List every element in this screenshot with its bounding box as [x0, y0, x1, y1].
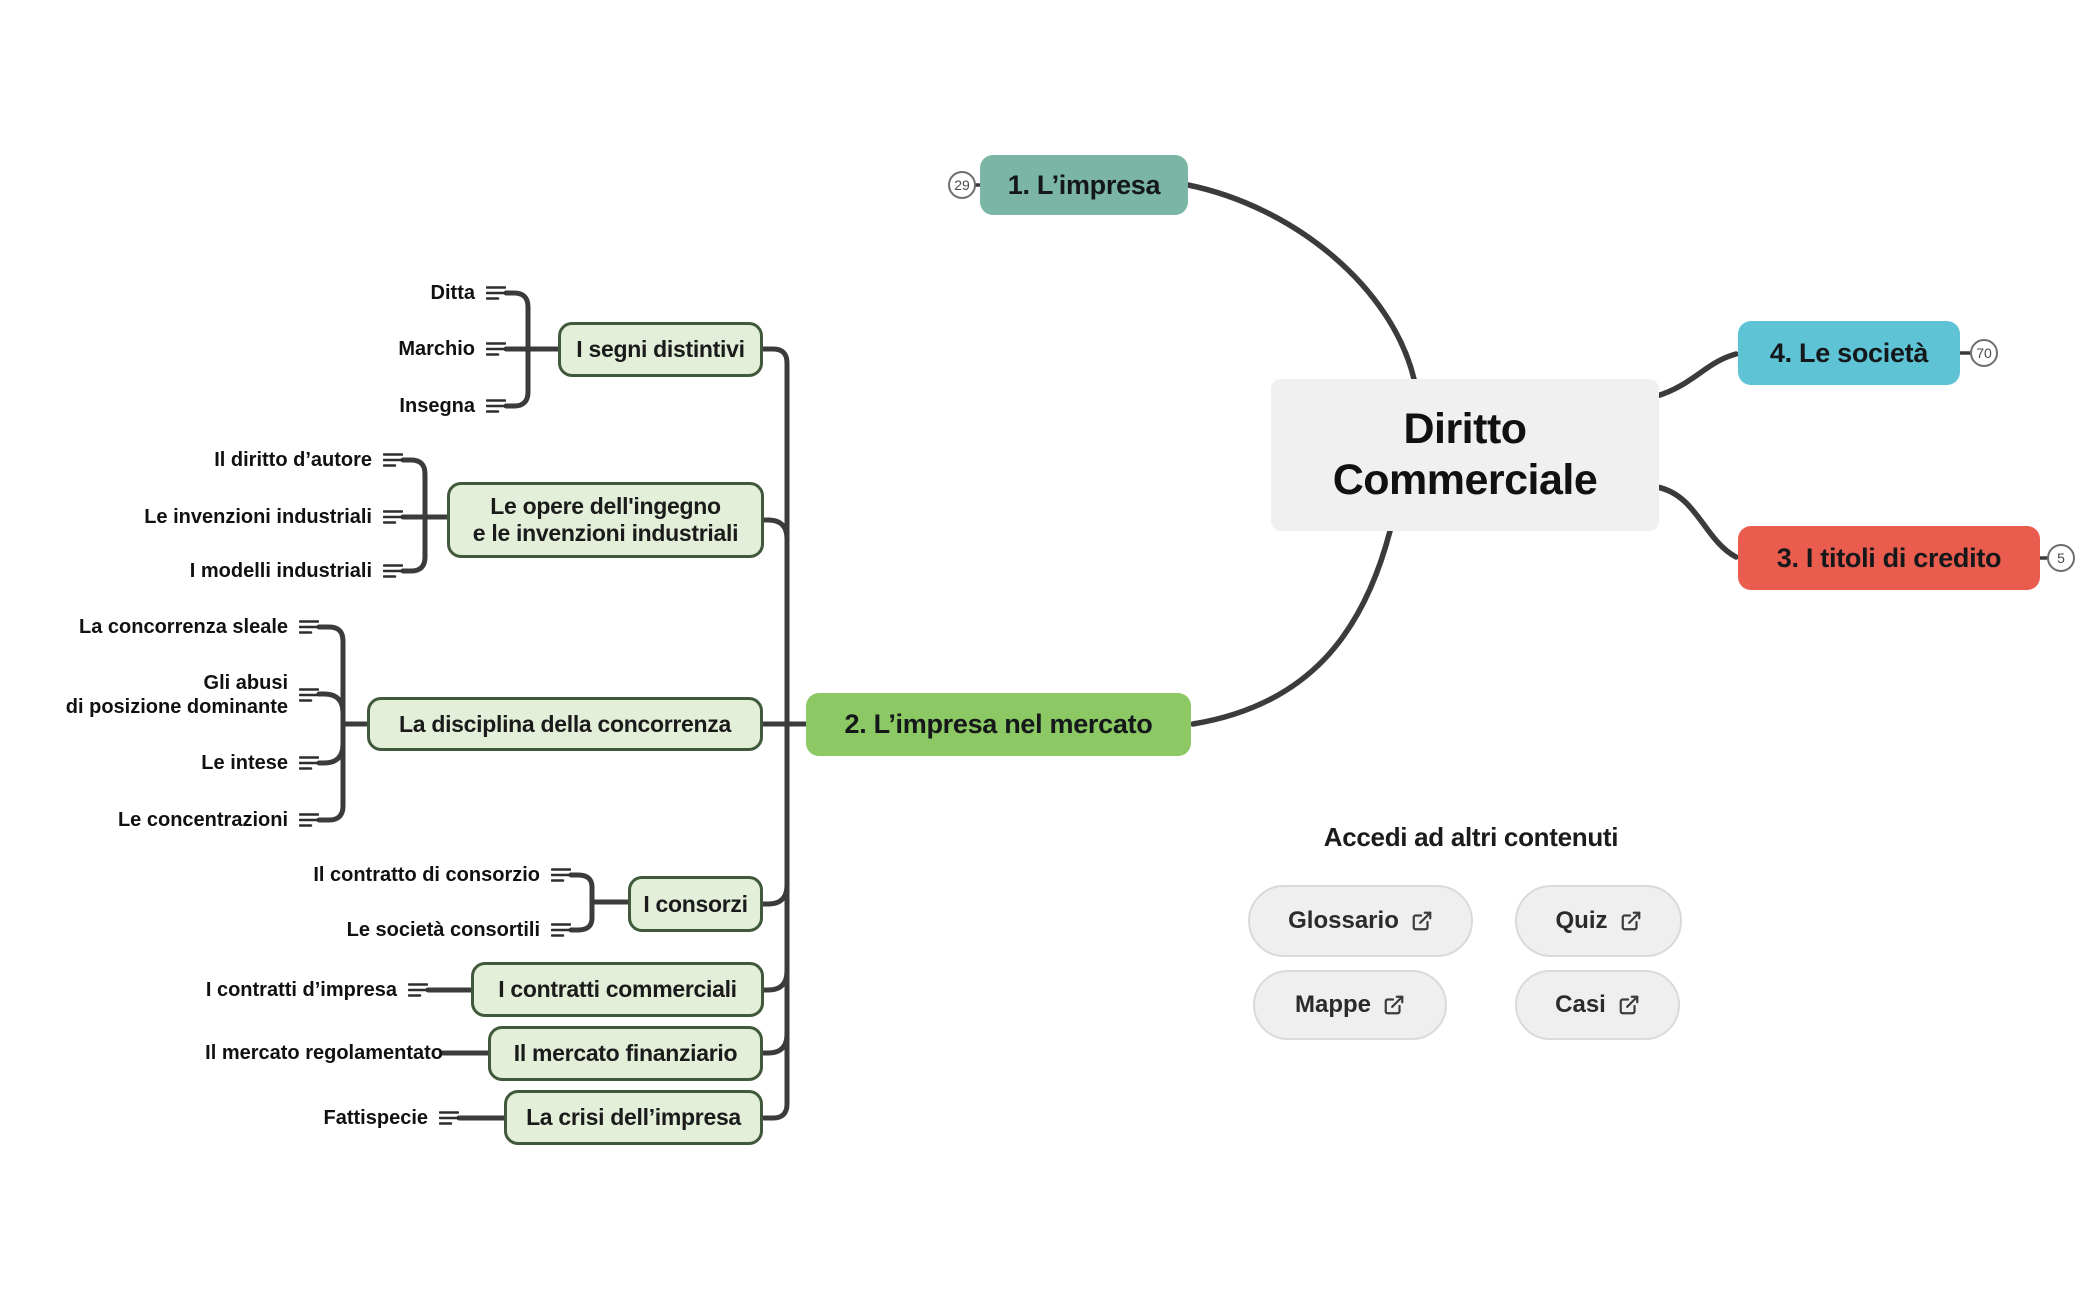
branch-titoli-count-badge[interactable]: 5: [2047, 544, 2075, 572]
leaf-modelli[interactable]: I modelli industriali: [190, 557, 403, 585]
leaf-label: Le società consortili: [346, 919, 540, 941]
leaf-ditta[interactable]: Ditta: [431, 279, 506, 307]
branch-impresa-count-badge[interactable]: 29: [948, 171, 976, 199]
leaf-label: Il mercato regolamentato: [205, 1042, 443, 1064]
leaf-label: Le intese: [201, 752, 288, 774]
leaf-concorrenza-sleale[interactable]: La concorrenza sleale: [79, 613, 319, 641]
notes-lines-icon: [383, 564, 403, 578]
subtopic-crisi-label: La crisi dell’impresa: [526, 1104, 741, 1130]
casi-button-label: Casi: [1555, 991, 1606, 1018]
glossario-button-label: Glossario: [1288, 907, 1399, 934]
badge-count: 70: [1976, 345, 1992, 361]
leaf-label: Il contratto di consorzio: [313, 864, 540, 886]
leaf-label: Il diritto d’autore: [214, 449, 372, 471]
leaf-societa-consortili[interactable]: Le società consortili: [347, 916, 571, 944]
leaf-label: Gli abusi di posizione dominante: [65, 672, 288, 718]
branch-impresa-node[interactable]: 1. L’impresa: [980, 155, 1188, 215]
notes-lines-icon: [486, 399, 506, 413]
glossario-button[interactable]: Glossario: [1248, 885, 1473, 957]
notes-lines-icon: [299, 813, 319, 827]
external-link-icon: [1621, 911, 1640, 931]
notes-lines-icon: [299, 756, 319, 770]
notes-lines-icon: [551, 868, 571, 882]
subtopic-opere-label-line1: Le opere dell'ingegno: [490, 493, 721, 519]
root-title-line1: Diritto: [1403, 405, 1527, 453]
mappe-button[interactable]: Mappe: [1253, 970, 1447, 1040]
leaf-label: Marchio: [398, 338, 475, 360]
notes-lines-icon: [299, 620, 319, 634]
subtopic-opere-node[interactable]: Le opere dell'ingegno e le invenzioni in…: [447, 482, 764, 558]
notes-lines-icon: [439, 1111, 459, 1125]
footer-title: Accedi ad altri contenuti: [1323, 822, 1619, 852]
leaf-contratti-impresa[interactable]: I contratti d’impresa: [206, 976, 428, 1004]
casi-button[interactable]: Casi: [1515, 970, 1680, 1040]
leaf-label: I modelli industriali: [189, 560, 372, 582]
leaf-contratto-consorzio[interactable]: Il contratto di consorzio: [313, 861, 571, 889]
leaf-label: Insegna: [399, 395, 475, 417]
notes-lines-icon: [551, 923, 571, 937]
leaf-label: Le invenzioni industriali: [144, 506, 372, 528]
notes-lines-icon: [486, 342, 506, 356]
subtopic-disciplina-node[interactable]: La disciplina della concorrenza: [367, 697, 763, 751]
root-topic[interactable]: Diritto Commerciale: [1271, 379, 1659, 531]
leaf-concentrazioni[interactable]: Le concentrazioni: [118, 806, 319, 834]
leaf-intese[interactable]: Le intese: [201, 749, 319, 777]
leaf-marchio[interactable]: Marchio: [398, 335, 506, 363]
leaf-label: Le concentrazioni: [117, 809, 288, 831]
branch-societa-label: 4. Le società: [1769, 337, 1929, 368]
root-title-line2: Commerciale: [1332, 456, 1598, 504]
notes-lines-icon: [383, 510, 403, 524]
leaf-label: I contratti d’impresa: [205, 979, 397, 1001]
subtopic-opere-label-line2: e le invenzioni industriali: [472, 520, 739, 546]
notes-lines-icon: [408, 983, 428, 997]
leaf-invenzioni[interactable]: Le invenzioni industriali: [144, 503, 403, 531]
external-link-icon: [1619, 995, 1639, 1015]
subtopic-crisi-node[interactable]: La crisi dell’impresa: [504, 1090, 763, 1145]
branch-mercato-node[interactable]: 2. L’impresa nel mercato: [806, 693, 1191, 756]
subtopic-segni-node[interactable]: I segni distintivi: [558, 322, 763, 377]
subtopic-disciplina-label: La disciplina della concorrenza: [399, 710, 731, 737]
leaf-label: Ditta: [430, 282, 475, 304]
branch-titoli-label: 3. I titoli di credito: [1776, 542, 2002, 573]
notes-lines-icon: [299, 688, 319, 702]
branch-societa-node[interactable]: 4. Le società: [1738, 321, 1960, 385]
subtopic-contratti-node[interactable]: I contratti commerciali: [471, 962, 764, 1017]
mappe-button-label: Mappe: [1294, 991, 1371, 1018]
notes-lines-icon: [486, 286, 506, 300]
badge-count: 29: [954, 177, 970, 193]
leaf-diritto-autore[interactable]: Il diritto d’autore: [214, 446, 403, 474]
leaf-abusi-posizione-dominante[interactable]: Gli abusi di posizione dominante: [66, 669, 319, 721]
branch-mercato-label: 2. L’impresa nel mercato: [844, 709, 1153, 739]
branch-impresa-label: 1. L’impresa: [1007, 169, 1161, 200]
branch-titoli-node[interactable]: 3. I titoli di credito: [1738, 526, 2040, 590]
leaf-label: La concorrenza sleale: [79, 616, 288, 638]
quiz-button[interactable]: Quiz: [1515, 885, 1682, 957]
external-link-icon: [1412, 911, 1432, 931]
subtopic-mercato-finanziario-label: Il mercato finanziario: [513, 1040, 738, 1066]
leaf-mercato-regolamentato[interactable]: Il mercato regolamentato: [205, 1039, 443, 1067]
leaf-fattispecie[interactable]: Fattispecie: [324, 1104, 459, 1132]
external-link-icon: [1384, 995, 1404, 1015]
branch-societa-count-badge[interactable]: 70: [1970, 339, 1998, 367]
subtopic-consorzi-label: I consorzi: [643, 890, 748, 917]
leaf-label: Fattispecie: [323, 1107, 428, 1129]
subtopic-contratti-label: I contratti commerciali: [498, 976, 737, 1002]
subtopic-segni-label: I segni distintivi: [576, 336, 745, 362]
leaf-insegna[interactable]: Insegna: [399, 392, 506, 420]
quiz-button-label: Quiz: [1555, 907, 1608, 934]
subtopic-mercato-finanziario-node[interactable]: Il mercato finanziario: [488, 1026, 763, 1081]
notes-lines-icon: [383, 453, 403, 467]
subtopic-consorzi-node[interactable]: I consorzi: [628, 876, 763, 932]
badge-count: 5: [2057, 550, 2065, 566]
